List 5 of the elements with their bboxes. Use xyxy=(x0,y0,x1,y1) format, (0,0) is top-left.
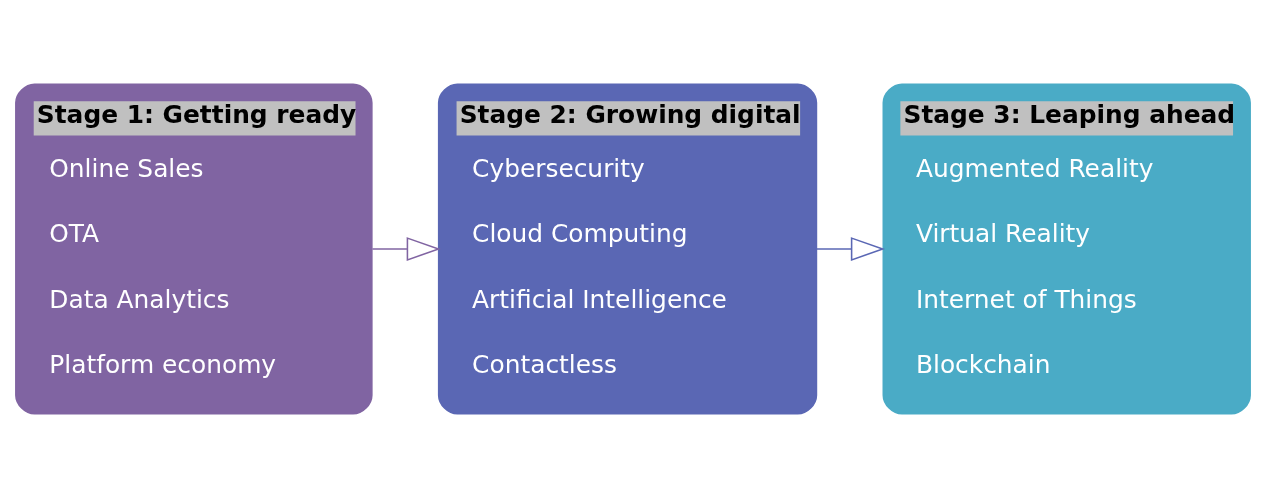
node-box: Stage 3: Leaping ahead Augmented Reality Virtual Reality Internet of Things Blockchain xyxy=(882,82,1251,415)
arrow xyxy=(371,236,441,261)
arrow xyxy=(815,236,886,261)
node-box: Stage 2: Growing digital Cybersecurity Cloud Computing Artificial Intelligence Contactless xyxy=(437,82,818,415)
node-box: Stage 1: Getting ready Online Sales OTA Data Analytics Platform economy xyxy=(15,82,373,415)
